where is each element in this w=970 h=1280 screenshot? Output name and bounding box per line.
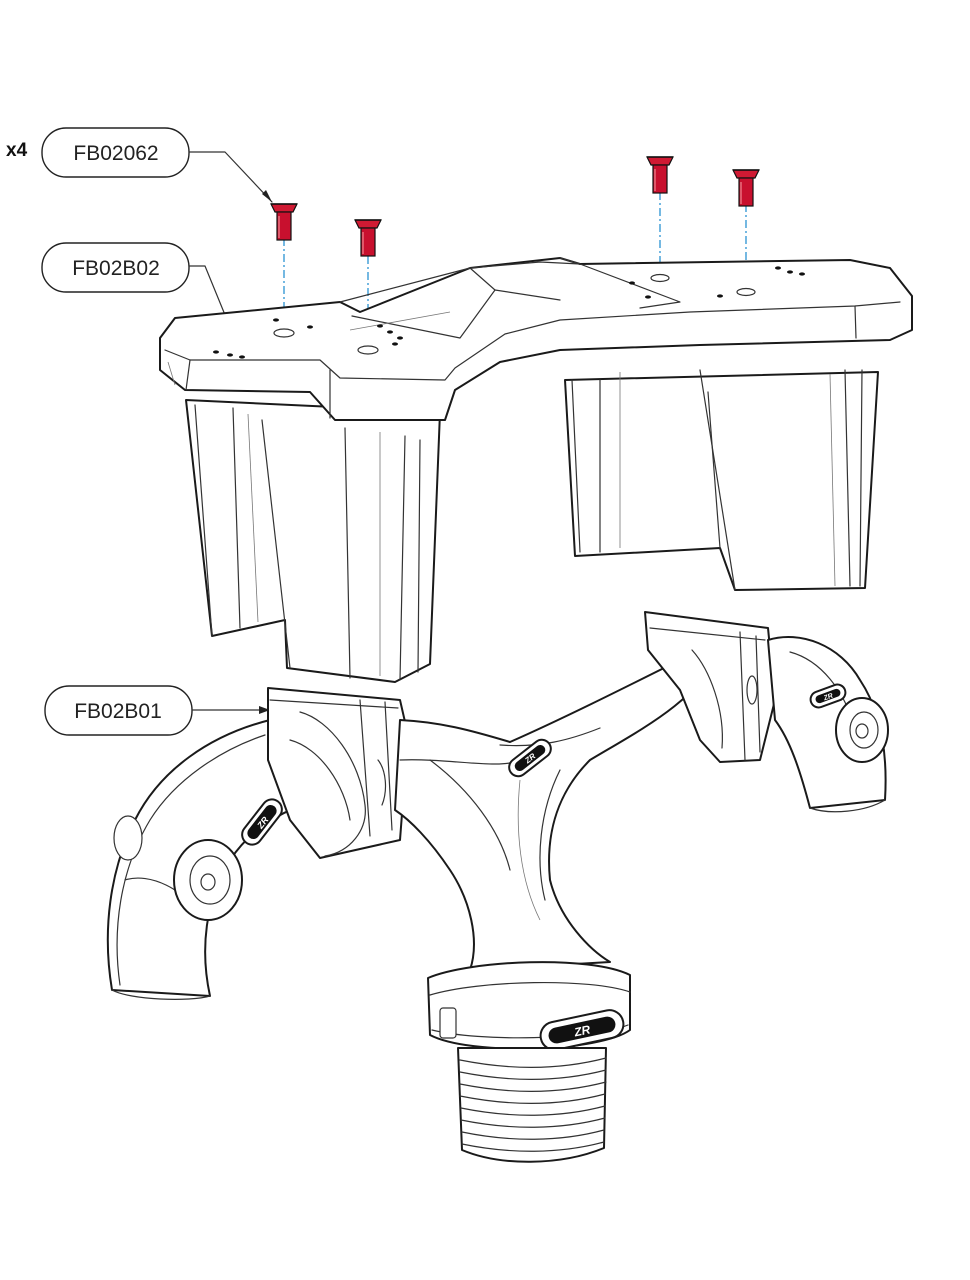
screw-quantity: x4 <box>6 140 28 161</box>
part-cover <box>159 257 913 683</box>
logo-badge-icon: ZR <box>508 738 552 778</box>
callout-bubble <box>41 242 190 293</box>
cover-vent-holes <box>213 266 805 359</box>
callout-label: FB02B01 <box>74 700 162 723</box>
thread-lines <box>459 1057 607 1152</box>
screw-icon <box>646 156 674 194</box>
screw-icon <box>732 169 760 207</box>
logo-badge-icon: ZR <box>809 683 847 709</box>
callout-screw: x4 FB02062 <box>6 127 273 203</box>
logo-badge-icon: ZR <box>539 1009 625 1051</box>
callout-cover: FB02B02 <box>41 242 233 333</box>
leader-arrow <box>262 190 272 202</box>
threaded-stem <box>457 1047 607 1163</box>
svg-text:ZR: ZR <box>572 1022 592 1039</box>
part-body: ZR ZR <box>106 611 889 1163</box>
screw-icon <box>354 219 382 257</box>
callout-label: FB02062 <box>73 142 158 165</box>
callout-label: FB02B02 <box>72 257 160 280</box>
screw-icon <box>270 203 298 241</box>
logo-badge-icon: ZR <box>241 798 283 846</box>
leader-arrow <box>259 706 270 714</box>
svg-text:ZR: ZR <box>822 693 834 703</box>
callout-body: FB02B01 <box>44 685 271 736</box>
leader-line <box>188 151 273 203</box>
leader-line <box>188 265 233 333</box>
